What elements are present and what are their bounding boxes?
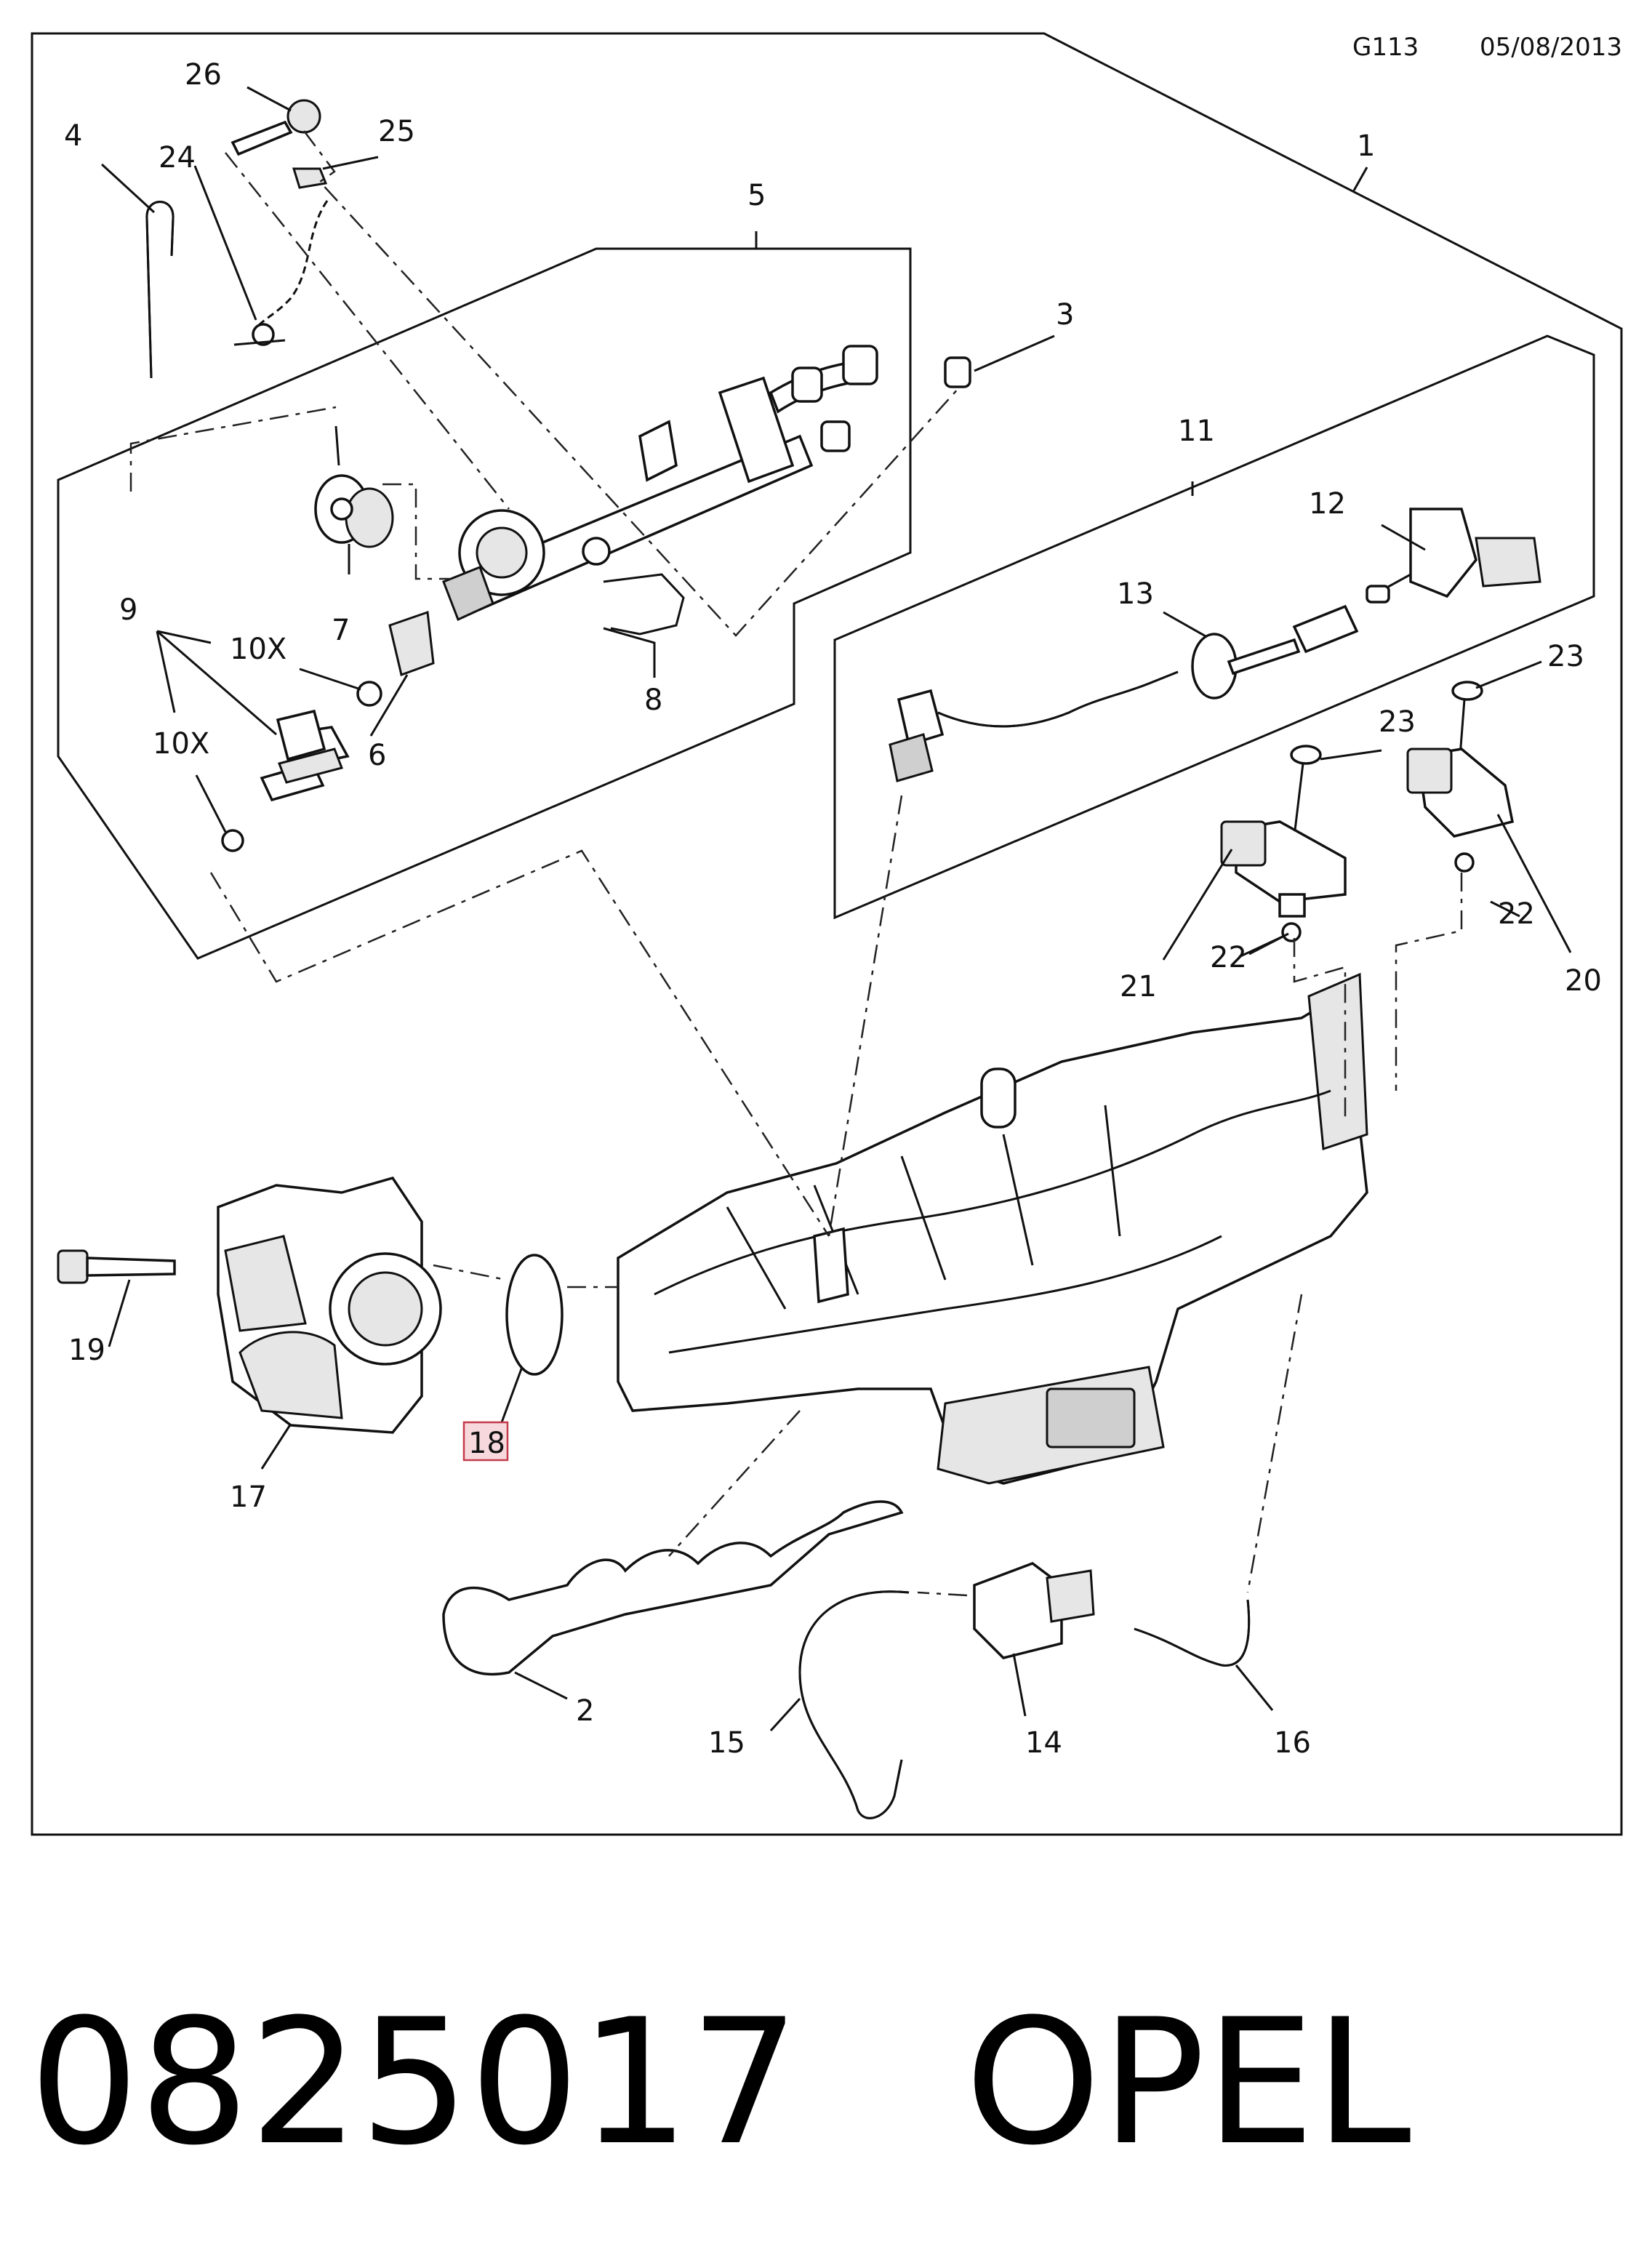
washer-22-left — [1281, 922, 1302, 942]
callout-22-a: 22 — [1210, 941, 1247, 974]
callout-5: 5 — [747, 179, 766, 212]
assembly-line-5 — [209, 849, 830, 1237]
callout-19: 19 — [68, 1334, 105, 1367]
callout-2: 2 — [576, 1694, 594, 1728]
bolt-26 — [230, 99, 321, 156]
assembly-line-3 — [129, 406, 337, 492]
callout-25: 25 — [378, 115, 415, 148]
hose-16 — [1134, 1599, 1251, 1667]
retaining-clip-8 — [603, 573, 685, 636]
header-code: G113 — [1352, 33, 1419, 62]
callout-8: 8 — [644, 684, 662, 717]
callout-4: 4 — [64, 119, 82, 153]
part-number: 0825017 — [29, 1982, 800, 2184]
callout-23-b: 23 — [1547, 640, 1584, 673]
bolt-23-left — [1290, 745, 1322, 837]
assembly-line-2 — [303, 130, 961, 637]
gasket-ring-18 — [505, 1254, 564, 1376]
callout-12: 12 — [1309, 487, 1346, 521]
o-ring-10x-upper — [356, 681, 382, 707]
outer-frame — [31, 32, 1623, 1836]
fuel-rail-group-box — [57, 247, 912, 960]
leader-lines — [100, 86, 1572, 1732]
callout-13: 13 — [1117, 577, 1154, 611]
bracket-6 — [388, 610, 435, 676]
wiring-harness-11 — [889, 670, 1179, 782]
fuel-injector-9 — [260, 709, 350, 802]
callout-16: 16 — [1274, 1726, 1311, 1760]
callout-22-b: 22 — [1498, 897, 1535, 931]
assembly-line-1 — [225, 152, 510, 510]
bolt-19 — [57, 1249, 176, 1284]
callout-15: 15 — [708, 1726, 745, 1760]
hose-15 — [798, 1590, 910, 1819]
header-date: 05/08/2013 — [1480, 33, 1622, 62]
fuel-rail — [442, 345, 878, 622]
hose-4 — [145, 201, 175, 379]
callout-11: 11 — [1178, 414, 1215, 448]
callout-9: 9 — [119, 593, 137, 627]
callout-20: 20 — [1565, 964, 1602, 998]
assembly-line-9 — [433, 1264, 618, 1289]
callout-14: 14 — [1025, 1726, 1062, 1760]
callout-18: 18 — [468, 1427, 505, 1460]
callout-10x-upper: 10X — [230, 633, 286, 666]
intake-manifold — [617, 972, 1368, 1485]
bolt-23-right — [1451, 681, 1483, 757]
sensor-20 — [1406, 748, 1515, 838]
pressure-regulator-7 — [314, 425, 394, 548]
exploded-parts-diagram: G113 05/08/2013 — [31, 32, 1623, 1836]
sensor-12 — [1366, 508, 1541, 604]
callout-26: 26 — [185, 58, 222, 92]
callout-10x-lower: 10X — [153, 727, 209, 761]
wire-clip-24 — [233, 200, 329, 346]
intake-gasket-2 — [442, 1500, 904, 1676]
o-ring-10x-lower — [221, 829, 244, 852]
assembly-line-12 — [917, 1591, 968, 1597]
grommet-13 — [1191, 604, 1359, 700]
assembly-line-11 — [1246, 1294, 1303, 1593]
cap-3 — [944, 356, 971, 388]
sensor-21 — [1220, 820, 1347, 918]
callout-7: 7 — [332, 614, 350, 647]
callout-18-highlight — [462, 1421, 509, 1462]
assembly-line-8 — [1395, 873, 1463, 1091]
brand-name: OPEL — [964, 1982, 1411, 2184]
callout-24: 24 — [159, 141, 196, 175]
throttle-body-17 — [217, 1176, 442, 1434]
callout-1: 1 — [1357, 129, 1375, 163]
sensor-group-box — [833, 334, 1595, 920]
washer-22-right — [1454, 852, 1475, 873]
valve-14 — [973, 1562, 1095, 1659]
callout-3: 3 — [1056, 298, 1074, 332]
nut-25 — [292, 167, 328, 189]
assembly-line-4 — [382, 483, 451, 580]
callout-17: 17 — [230, 1480, 267, 1514]
callout-6: 6 — [368, 739, 386, 772]
part-number-footer: 0825017 OPEL — [29, 1963, 1629, 2203]
assembly-line-10 — [668, 1410, 801, 1557]
callout-23-a: 23 — [1379, 705, 1416, 739]
callout-21: 21 — [1120, 970, 1157, 1003]
